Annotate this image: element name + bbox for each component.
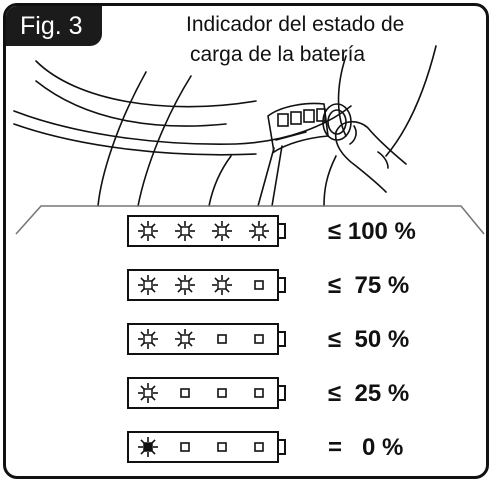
caption-line-2: carga de la batería <box>190 43 366 66</box>
led-lit-icon <box>138 437 158 457</box>
led-off-icon <box>217 388 227 398</box>
battery-row <box>127 431 286 463</box>
battery-terminal <box>277 385 286 401</box>
battery-terminal <box>277 277 286 293</box>
led-lit-icon <box>175 221 195 241</box>
battery-percentage-label: ≤ 75 % <box>328 272 410 299</box>
battery-percentage-label: ≤ 25 % <box>328 380 410 407</box>
led-lit-icon <box>175 329 195 349</box>
led-lit-icon <box>138 221 158 241</box>
led-off-icon <box>254 388 264 398</box>
battery-percentage-label: = 0 % <box>328 434 404 461</box>
led-lit-icon <box>212 221 232 241</box>
led-lit-icon <box>138 329 158 349</box>
led-off-icon <box>180 388 190 398</box>
led-lit-icon <box>249 221 269 241</box>
figure-label: Fig. 3 <box>6 6 102 46</box>
led-lit-icon <box>212 275 232 295</box>
led-lit-icon <box>138 383 158 403</box>
battery-row <box>127 323 286 355</box>
callout-panel <box>15 205 485 235</box>
device-sketch <box>13 45 437 207</box>
battery-percentage-label: ≤ 100 % <box>328 218 416 245</box>
led-lit-icon <box>138 275 158 295</box>
battery-terminal <box>277 439 286 455</box>
battery-rows <box>127 215 286 463</box>
led-off-icon <box>180 442 190 452</box>
led-off-icon <box>254 442 264 452</box>
caption-line-1: Indicador del estado de <box>186 13 405 36</box>
illustration <box>13 45 485 463</box>
figure-frame: Fig. 3 Indicador del estado de carga de … <box>3 3 489 479</box>
battery-row <box>127 377 286 409</box>
battery-terminal <box>277 223 286 239</box>
battery-terminal <box>277 331 286 347</box>
caption: Indicador del estado de carga de la bate… <box>186 10 486 70</box>
battery-percentage-label: ≤ 50 % <box>328 326 410 353</box>
led-off-icon <box>217 334 227 344</box>
battery-row <box>127 269 286 301</box>
battery-row <box>127 215 286 247</box>
led-off-icon <box>217 442 227 452</box>
led-off-icon <box>254 280 264 290</box>
led-lit-icon <box>175 275 195 295</box>
led-off-icon <box>254 334 264 344</box>
